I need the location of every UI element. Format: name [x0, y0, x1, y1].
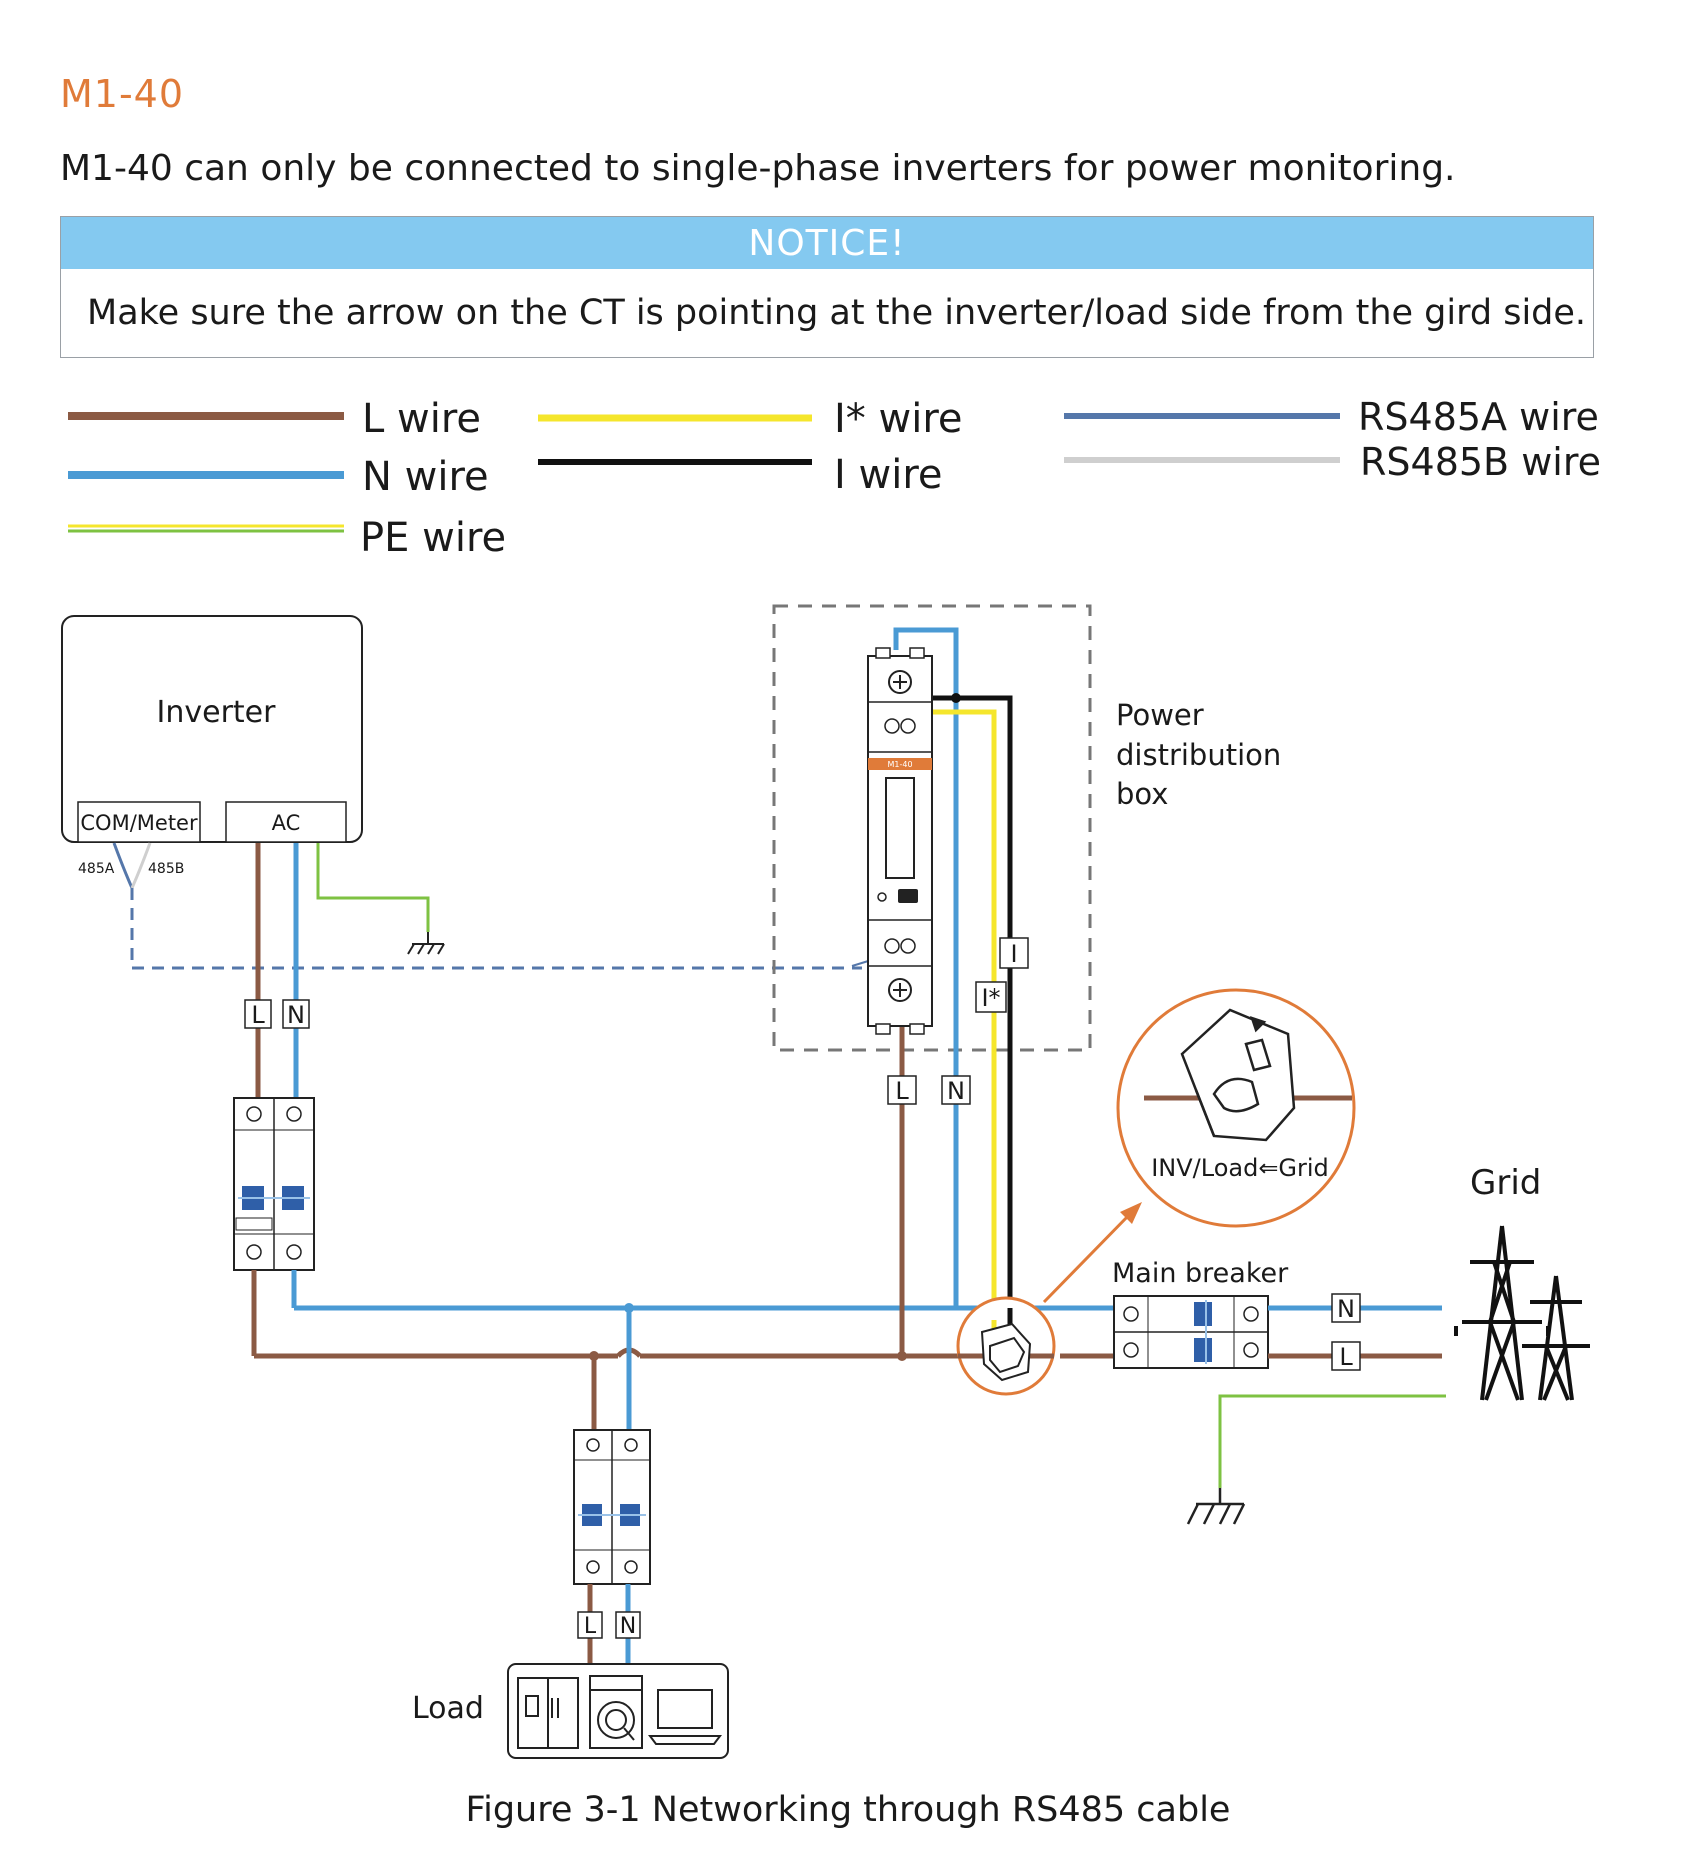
tag-n-inverter: N: [287, 1001, 305, 1029]
legend-l-wire: L wire: [362, 396, 481, 442]
pin-485b: 485B: [148, 861, 184, 877]
legend-i-wire: I wire: [834, 452, 943, 498]
fridge-icon: [517, 1677, 579, 1749]
legend: L wire N wire PE wire I* wire I wire RS4…: [68, 395, 1601, 561]
grid-label: Grid: [1470, 1163, 1541, 1203]
legend-rs485b-wire: RS485B wire: [1360, 440, 1601, 484]
tag-n-load: N: [620, 1614, 636, 1639]
inverter-title: Inverter: [157, 695, 277, 730]
ct-clamp-detail-icon: [1180, 1008, 1296, 1142]
tag-l-load: L: [584, 1614, 597, 1639]
tag-l-grid: L: [1339, 1343, 1353, 1371]
m1-40-meter: M1-40: [867, 647, 933, 1035]
ct-clamp-icon: [980, 1322, 1032, 1382]
legend-pe-wire: PE wire: [360, 515, 506, 561]
wire-tags: L N: [244, 999, 310, 1029]
section-title: M1-40: [60, 72, 185, 116]
main-breaker: [1113, 1295, 1269, 1369]
legend-istar-wire: I* wire: [834, 396, 963, 442]
ct-detail: INV/Load⇐Grid: [1116, 988, 1356, 1228]
svg-text:distribution: distribution: [1116, 738, 1281, 772]
ground-icon: [407, 932, 445, 955]
meter-model-label: M1-40: [887, 760, 912, 769]
tag-istar: I*: [981, 984, 1000, 1012]
pin-485a: 485A: [78, 861, 115, 877]
rs485-cable: [130, 888, 862, 970]
load: Load: [412, 1663, 729, 1759]
legend-n-wire: N wire: [362, 454, 489, 500]
wire-tags-meter: I I* L N: [887, 937, 1029, 1105]
notice-box: NOTICE! Make sure the arrow on the CT is…: [60, 216, 1594, 358]
transmission-tower-icon: [1454, 1225, 1590, 1401]
wire-tags-load: L N: [577, 1611, 641, 1639]
washing-machine-icon: [589, 1675, 643, 1749]
ground-icon-grid: [1186, 1488, 1246, 1525]
wire-tags-grid: N L: [1331, 1293, 1361, 1371]
load-breaker: [573, 1429, 651, 1585]
main-breaker-label: Main breaker: [1112, 1258, 1289, 1289]
inverter: Inverter COM/Meter AC 485A 485B: [61, 615, 363, 877]
distribution-box: [772, 604, 1092, 1052]
com-meter-port: COM/Meter: [80, 811, 198, 835]
svg-text:box: box: [1116, 777, 1168, 811]
tag-l-meter: L: [895, 1077, 909, 1105]
tag-i: I: [1010, 940, 1017, 968]
ct-direction-caption: INV/Load⇐Grid: [1151, 1154, 1329, 1182]
legend-rs485a-wire: RS485A wire: [1358, 395, 1599, 439]
tag-n-meter: N: [947, 1077, 965, 1105]
laptop-icon: [648, 1689, 722, 1745]
load-label: Load: [412, 1691, 484, 1726]
svg-text:Power: Power: [1116, 698, 1204, 732]
intro-text: M1-40 can only be connected to single-ph…: [60, 148, 1456, 189]
ac-port: AC: [272, 811, 301, 835]
figure-caption: Figure 3-1 Networking through RS485 cabl…: [465, 1790, 1231, 1830]
notice-heading: NOTICE!: [61, 217, 1593, 269]
tag-n-grid: N: [1337, 1295, 1355, 1323]
tag-l-inverter: L: [251, 1001, 265, 1029]
notice-text: Make sure the arrow on the CT is pointin…: [87, 293, 1587, 333]
inverter-breaker: [233, 1097, 315, 1271]
distribution-box-label: Power distribution box: [1116, 698, 1281, 811]
